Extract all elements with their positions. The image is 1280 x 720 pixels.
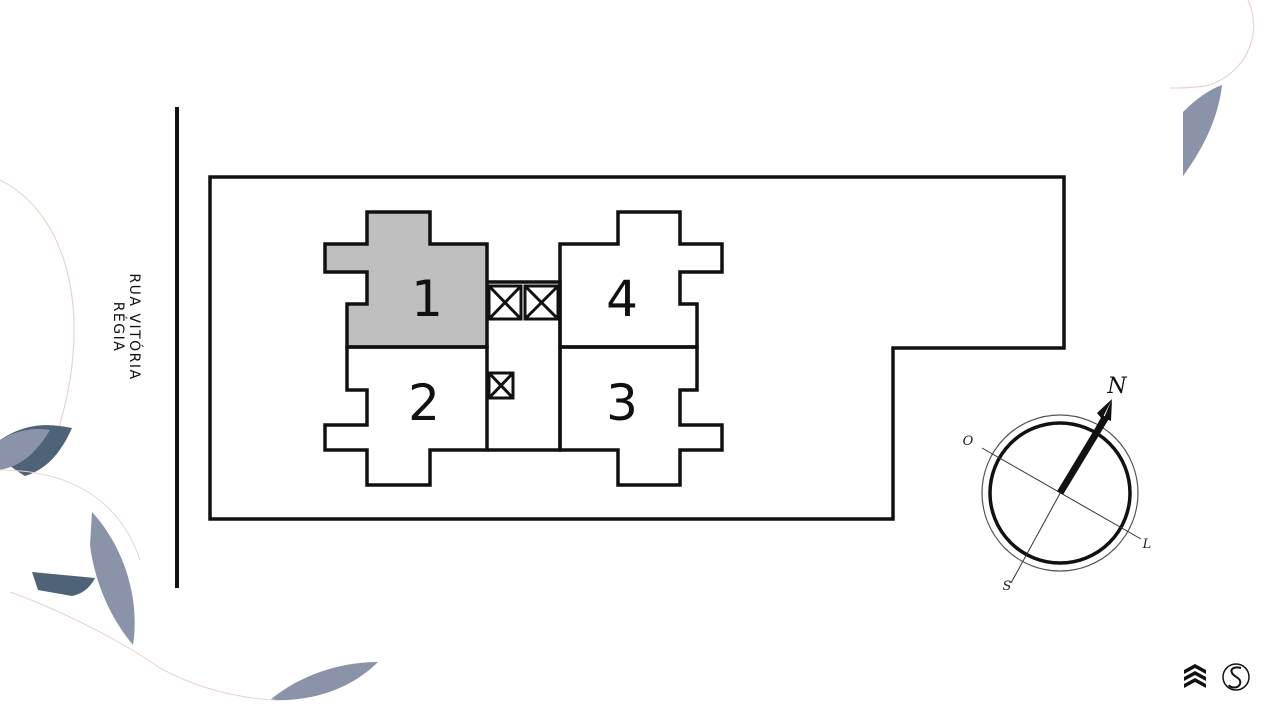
street-label: RUA VITÓRIA RÉGIA [110, 273, 144, 380]
compass-west-label: O [963, 434, 974, 449]
stacked-chevron-logo-icon [1184, 664, 1206, 688]
leaf-arc-bottom [0, 469, 141, 561]
street-label-line2: RÉGIA [110, 302, 127, 353]
elevator-icon [523, 284, 560, 321]
street-label-line1: RUA VITÓRIA [126, 273, 144, 380]
elevator-icon [487, 371, 515, 400]
compass-east-label: L [1142, 537, 1152, 552]
leaf-bottom [270, 662, 378, 701]
leaf-arc-left [0, 179, 75, 441]
elevator-shafts [487, 284, 560, 400]
leaf-arc-top-right [1169, 0, 1255, 89]
unit-4-label: 4 [606, 270, 638, 328]
brand-logos [1184, 663, 1250, 691]
building [323, 210, 724, 487]
leaf-bottom-left-small [32, 572, 95, 596]
unit-1[interactable] [323, 210, 489, 349]
unit-3-label: 3 [606, 374, 638, 432]
script-s-logo-icon [1222, 663, 1250, 691]
unit-4[interactable] [558, 210, 724, 349]
elevator-icon [487, 284, 523, 321]
unit-2[interactable] [323, 345, 489, 487]
leaf-top-right [1183, 85, 1222, 176]
compass-rose-icon: N L S O [963, 374, 1152, 594]
compass-south-label: S [1003, 579, 1012, 594]
lot-outline [208, 175, 1066, 521]
decorative-leaves [0, 0, 1255, 701]
unit-3[interactable] [558, 345, 724, 487]
unit-2-label: 2 [408, 374, 440, 432]
leaf-arc-bottom-2 [9, 591, 276, 701]
leaf-bottom-left [90, 512, 135, 645]
leaf-left-light [0, 429, 50, 470]
compass-north-label: N [1106, 374, 1127, 399]
unit-1-label: 1 [411, 270, 443, 328]
